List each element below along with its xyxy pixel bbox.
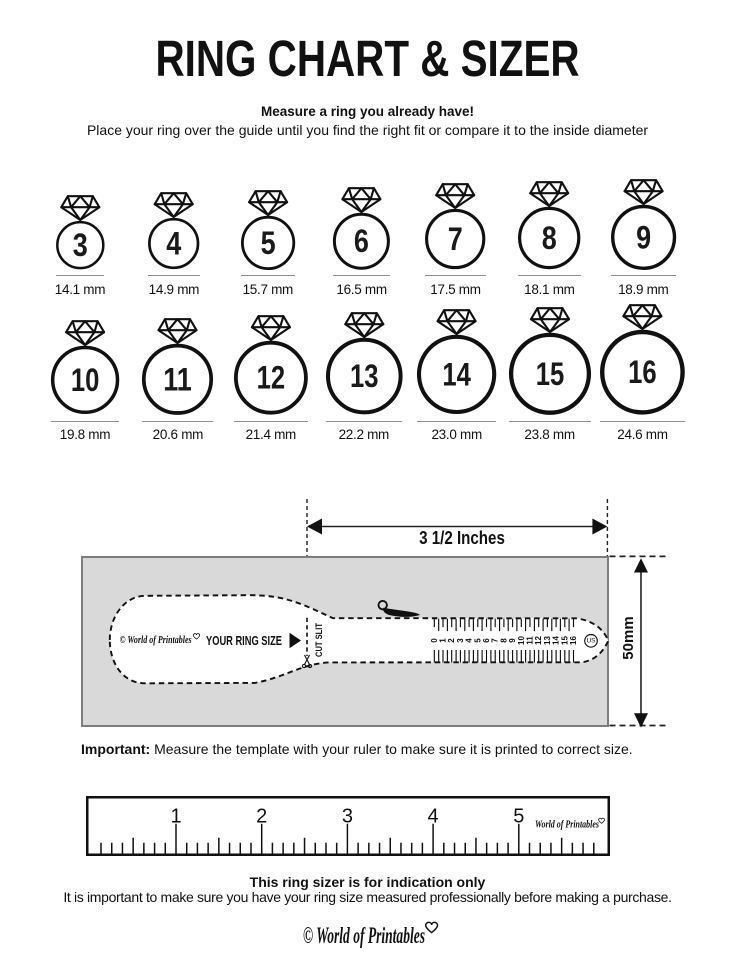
svg-text:13: 13 [350, 358, 379, 394]
svg-text:4: 4 [166, 226, 181, 262]
svg-text:2: 2 [256, 806, 267, 828]
svg-text:1: 1 [171, 806, 182, 828]
svg-text:14: 14 [442, 357, 471, 393]
svg-text:12: 12 [257, 360, 286, 396]
svg-text:10: 10 [71, 362, 100, 398]
svg-text:4: 4 [465, 637, 474, 642]
svg-text:5: 5 [260, 224, 275, 260]
svg-text:8: 8 [542, 220, 557, 256]
svg-text:3: 3 [72, 227, 87, 263]
svg-text:11: 11 [526, 635, 535, 644]
svg-text:12: 12 [534, 635, 543, 644]
svg-text:15: 15 [560, 635, 569, 644]
svg-text:3: 3 [456, 637, 465, 642]
svg-text:10: 10 [517, 635, 526, 644]
svg-text:0: 0 [430, 637, 439, 642]
svg-text:15: 15 [535, 355, 564, 391]
svg-text:13: 13 [543, 635, 552, 644]
svg-text:5: 5 [514, 806, 525, 828]
svg-text:16: 16 [569, 635, 578, 644]
svg-text:1: 1 [439, 637, 448, 642]
svg-text:6: 6 [354, 223, 369, 259]
svg-text:6: 6 [482, 637, 491, 642]
svg-text:© World of Printables: © World of Printables [120, 635, 192, 646]
svg-text:World of Printables: World of Printables [535, 820, 599, 831]
svg-text:16: 16 [628, 354, 657, 390]
svg-text:4: 4 [428, 806, 439, 828]
svg-text:7: 7 [491, 637, 500, 642]
svg-text:© World of Printables: © World of Printables [303, 923, 425, 948]
svg-text:2: 2 [447, 637, 456, 642]
svg-text:7: 7 [448, 221, 463, 257]
svg-text:14: 14 [552, 635, 561, 644]
svg-text:CUT SLIT: CUT SLIT [314, 622, 325, 656]
svg-text:3: 3 [342, 806, 353, 828]
svg-text:5: 5 [473, 637, 482, 642]
svg-text:11: 11 [164, 361, 193, 397]
svg-text:YOUR RING SIZE: YOUR RING SIZE [206, 633, 282, 648]
svg-text:9: 9 [636, 219, 651, 255]
svg-text:US: US [586, 637, 596, 644]
svg-text:9: 9 [508, 637, 517, 642]
svg-text:8: 8 [499, 637, 508, 642]
